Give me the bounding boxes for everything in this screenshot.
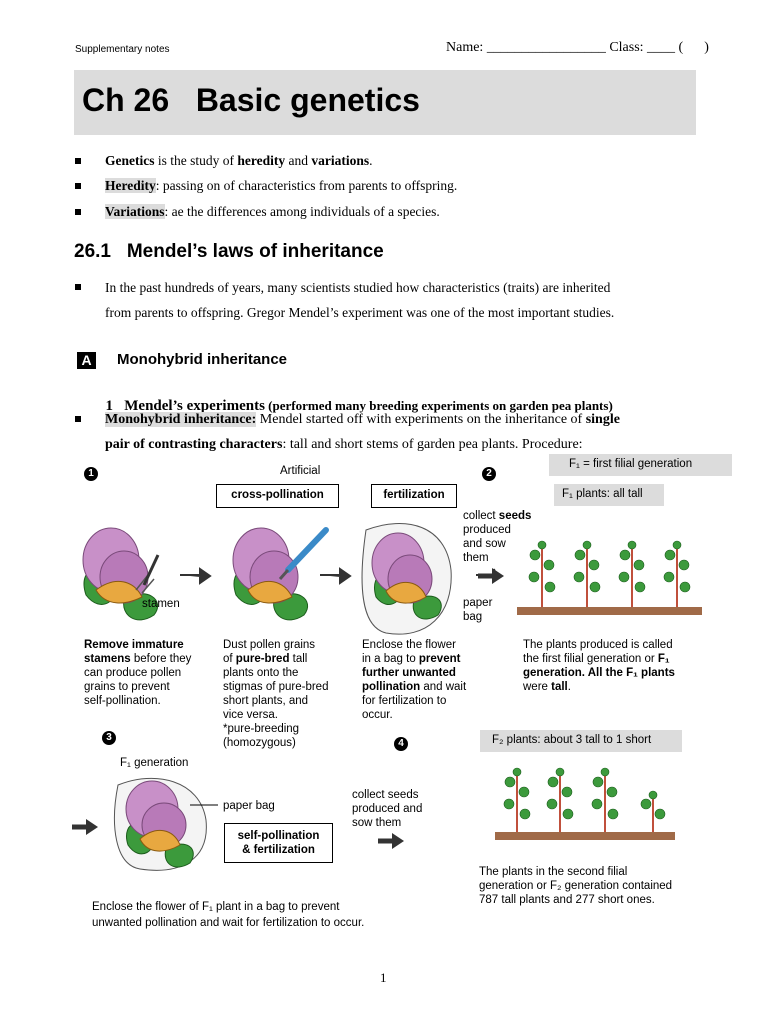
f1-self-pollination-illustration bbox=[72, 778, 207, 871]
paper-bag-pointer bbox=[190, 804, 218, 806]
f1-definition-label: F₁ = first filial generation bbox=[549, 454, 732, 476]
artificial-label: Artificial bbox=[280, 465, 321, 477]
caption-remove-stamens: Remove immature stamens before they can … bbox=[84, 639, 192, 707]
f1-generation-label: F₁ generation bbox=[120, 757, 189, 769]
flower-1-illustration bbox=[82, 527, 160, 621]
caption-f2-generation: The plants in the second filial generati… bbox=[479, 866, 673, 906]
monohybrid-definition: Monohybrid inheritance: Mendel started o… bbox=[75, 407, 705, 457]
title-banner bbox=[74, 70, 696, 135]
name-class-line: Name: _________________ Class: ____ ( ) bbox=[446, 40, 709, 55]
cross-pollination-box: cross-pollination bbox=[216, 484, 339, 508]
f2-ratio-label: F₂ plants: about 3 tall to 1 short bbox=[480, 730, 682, 752]
procedure-illustrations bbox=[82, 523, 496, 635]
caption-enclose-flower: Enclose the flower in a bag to prevent f… bbox=[362, 639, 467, 721]
caption-dust-pollen: Dust pollen grains of pure-bred tall pla… bbox=[223, 639, 329, 749]
definition-variations: Variations: ae the differences among ind… bbox=[75, 203, 440, 221]
flower-2-illustration bbox=[232, 527, 329, 621]
definition-heredity: Heredity: passing on of characteristics … bbox=[75, 177, 457, 195]
subsection-badge: A bbox=[77, 352, 96, 369]
definition-genetics: Genetics is the study of heredity and va… bbox=[75, 152, 373, 170]
step-number-2: 2 bbox=[482, 467, 496, 481]
caption-enclose-f1: Enclose the flower of F₁ plant in a bag … bbox=[92, 901, 365, 929]
f1-all-tall-label: F₁ plants: all tall bbox=[554, 484, 664, 506]
f1-plants-illustration bbox=[517, 540, 702, 615]
arrow-to-f1 bbox=[478, 568, 504, 584]
caption-f1-generation: The plants produced is called the first … bbox=[523, 639, 675, 693]
f2-plants-illustration bbox=[495, 767, 675, 840]
arrow-to-f2 bbox=[378, 833, 404, 849]
step-number-3: 3 bbox=[102, 731, 116, 745]
header-label: Supplementary notes bbox=[75, 44, 170, 55]
step-number-1: 1 bbox=[84, 467, 98, 481]
page-title: Ch 26 Basic genetics bbox=[82, 82, 420, 118]
section-heading: 26.1 Mendel’s laws of inheritance bbox=[74, 241, 384, 262]
step-number-4: 4 bbox=[394, 737, 408, 751]
section-intro: In the past hundreds of years, many scie… bbox=[75, 275, 705, 325]
item-heading: 1 Mendel’s experiments (performed many b… bbox=[105, 398, 613, 414]
subsection-title: Monohybrid inheritance bbox=[117, 351, 288, 368]
stamen-label: stamen bbox=[142, 598, 180, 610]
page-number: 1 bbox=[380, 970, 387, 985]
collect-seeds-text-2: collect seeds produced and sow them bbox=[352, 789, 423, 829]
paper-bag-label: paper bag bbox=[463, 597, 493, 623]
flower-3-bagged-illustration bbox=[361, 523, 452, 635]
self-pollination-box: self-pollination & fertilization bbox=[224, 823, 333, 863]
collect-seeds-text: collect seeds produced and sow them bbox=[463, 510, 532, 564]
fertilization-box: fertilization bbox=[371, 484, 457, 508]
paper-bag-label-2: paper bag bbox=[223, 800, 275, 812]
